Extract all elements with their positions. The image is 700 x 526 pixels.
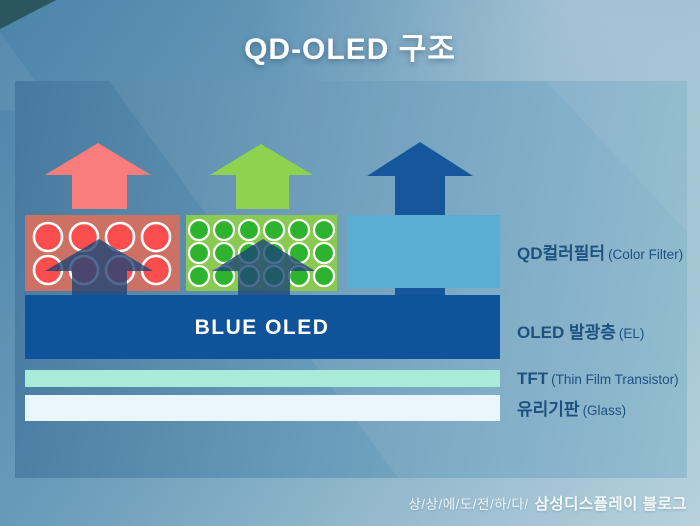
label-oled-emission-sub: (EL)	[618, 326, 645, 341]
label-qd-color-filter-sub: (Color Filter)	[608, 247, 684, 262]
footer-slogan: 상/상/에/도/전/하/다/	[408, 497, 529, 512]
quantum-dot	[104, 221, 136, 253]
blue-oled-layer-bar	[25, 295, 500, 359]
quantum-dot	[187, 218, 211, 242]
label-qd-color-filter-main: QD컬러필터	[517, 244, 606, 263]
quantum-dot	[187, 264, 211, 288]
quantum-dot	[187, 241, 211, 265]
diagram-panel: BLUE OLED QD컬러필터(Color Filter) OLED 발광층(…	[15, 81, 687, 478]
quantum-dot	[262, 218, 286, 242]
blue-filter-block	[347, 215, 500, 288]
quantum-dot	[312, 264, 336, 288]
quantum-dot	[312, 241, 336, 265]
label-glass-main: 유리기판	[517, 400, 580, 419]
label-qd-color-filter: QD컬러필터(Color Filter)	[517, 243, 683, 266]
page-title: QD-OLED 구조	[244, 33, 456, 66]
label-glass-sub: (Glass)	[582, 403, 627, 418]
green-light-arrow-icon	[210, 144, 313, 209]
footer-credit: 상/상/에/도/전/하/다/삼성디스플레이 블로그	[408, 492, 687, 514]
footer-blog-name: 삼성디스플레이 블로그	[534, 496, 687, 513]
label-oled-emission-main: OLED 발광층	[517, 323, 616, 342]
label-tft-main: TFT	[517, 369, 549, 388]
qd-oled-structure-diagram: BLUE OLED	[25, 142, 500, 421]
blue-arrow-into-red-block-icon	[45, 239, 153, 295]
quantum-dot	[287, 218, 311, 242]
label-tft-layer: TFT(Thin Film Transistor)	[517, 368, 679, 391]
glass-layer-bar	[25, 395, 500, 421]
quantum-dot	[212, 218, 236, 242]
blue-oled-layer-text: BLUE OLED	[195, 316, 330, 339]
red-light-arrow-icon	[45, 143, 151, 209]
label-tft-sub: (Thin Film Transistor)	[551, 372, 679, 387]
label-glass-substrate: 유리기판(Glass)	[517, 399, 626, 422]
quantum-dot	[140, 221, 172, 253]
quantum-dot	[212, 241, 236, 265]
quantum-dot	[32, 221, 64, 253]
quantum-dot	[237, 218, 261, 242]
label-oled-emission-layer: OLED 발광층(EL)	[517, 322, 644, 345]
blue-arrow-into-green-block-icon	[212, 239, 315, 295]
tft-layer-bar	[25, 370, 500, 387]
quantum-dot	[312, 218, 336, 242]
